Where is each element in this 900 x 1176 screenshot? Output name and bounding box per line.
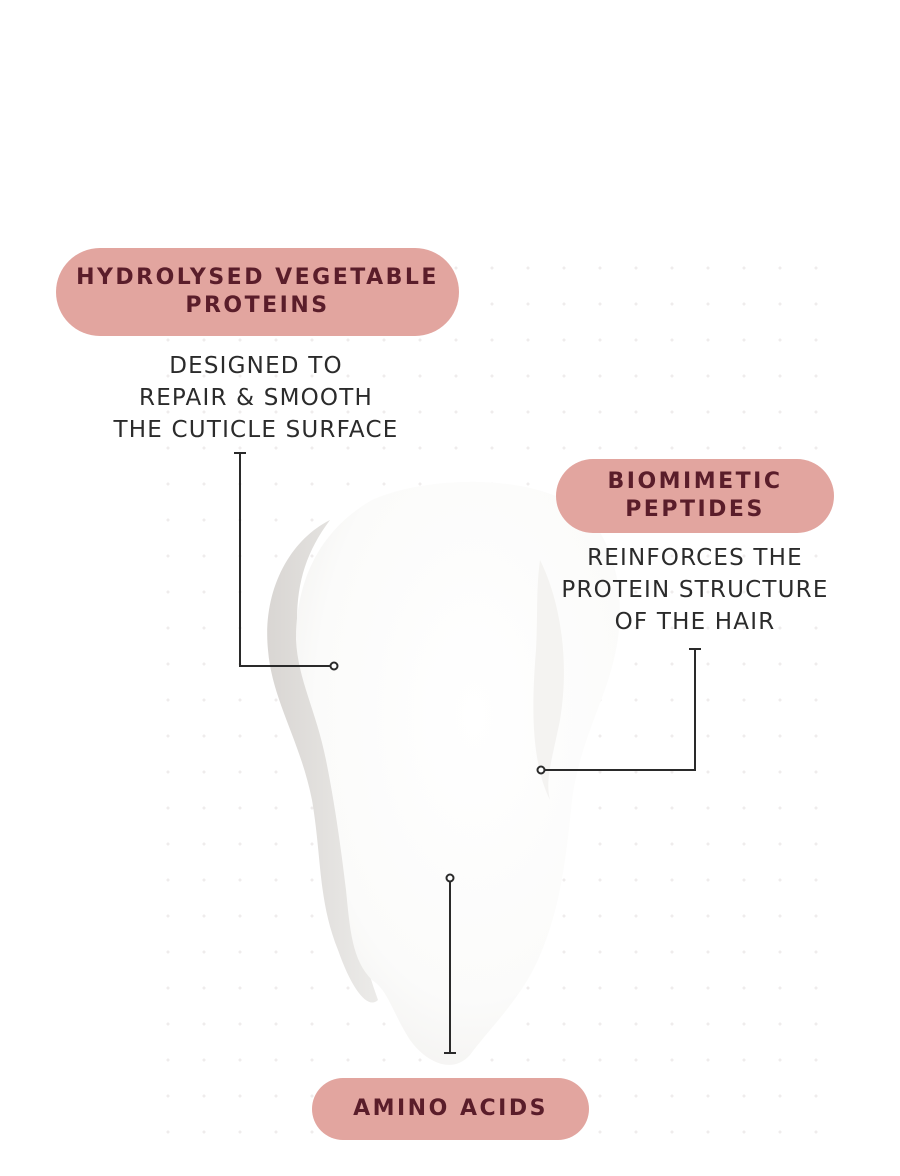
biomimetic-peptides-label: BIOMIMETIC PEPTIDES	[556, 459, 834, 533]
amino-title: AMINO ACIDS	[353, 1096, 548, 1121]
hydrolysed-desc-line1: DESIGNED TO	[169, 353, 343, 379]
hydrolysed-title-line1: HYDROLYSED VEGETABLE	[76, 265, 439, 290]
biomimetic-desc-line2: PROTEIN STRUCTURE	[561, 577, 829, 603]
hydrolysed-desc-line2: REPAIR & SMOOTH	[139, 385, 373, 411]
amino-acids-label: AMINO ACIDS	[312, 1078, 589, 1140]
biomimetic-title-line1: BIOMIMETIC	[607, 469, 783, 494]
hydrolysed-proteins-label: HYDROLYSED VEGETABLE PROTEINS	[56, 248, 459, 336]
biomimetic-description: REINFORCES THE PROTEIN STRUCTURE OF THE …	[540, 542, 850, 638]
leader-hydrolysed	[234, 452, 339, 671]
leader-biomimetic	[536, 648, 701, 775]
swatch-highlight	[533, 560, 564, 800]
biomimetic-title-line2: PEPTIDES	[625, 497, 765, 522]
hydrolysed-desc-line3: THE CUTICLE SURFACE	[113, 417, 399, 443]
hydrolysed-title-line2: PROTEINS	[185, 293, 330, 318]
hydrolysed-description: DESIGNED TO REPAIR & SMOOTH THE CUTICLE …	[86, 350, 426, 446]
biomimetic-desc-line3: OF THE HAIR	[614, 609, 776, 635]
swatch-shadow	[267, 520, 378, 1003]
biomimetic-desc-line1: REINFORCES THE	[587, 545, 803, 571]
leader-amino	[444, 873, 456, 1054]
